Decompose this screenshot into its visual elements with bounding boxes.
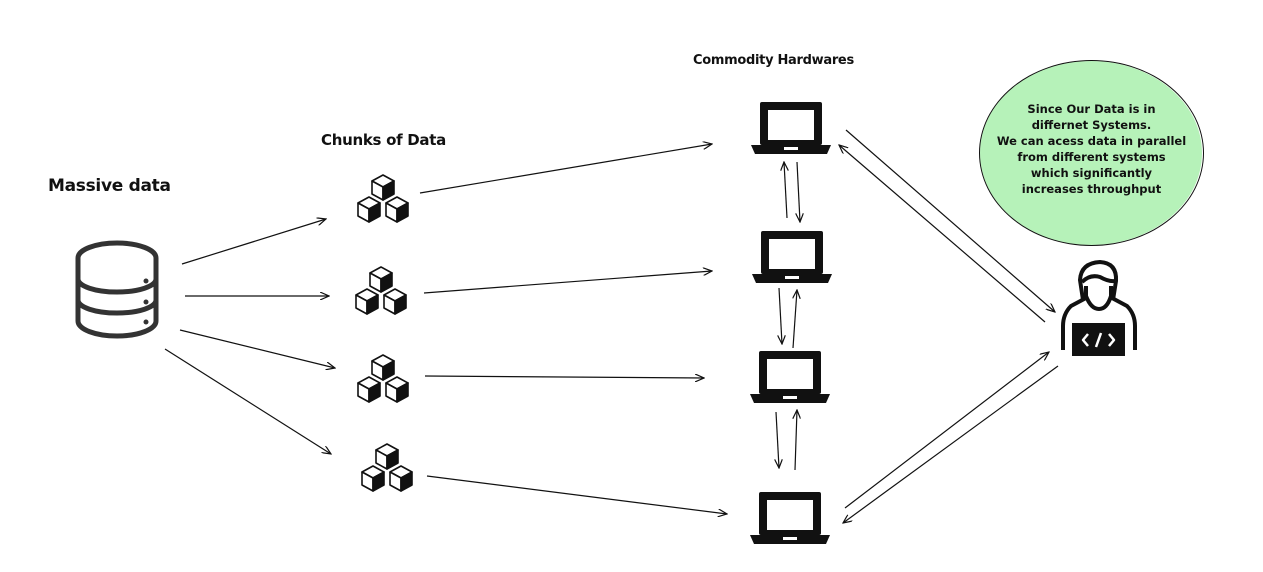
cubes-icon <box>357 354 409 403</box>
laptop-icon <box>750 351 830 403</box>
developer-icon <box>1061 260 1137 356</box>
chunks-of-data-label: Chunks of Data <box>321 131 446 149</box>
massive-data-label: Massive data <box>48 176 171 196</box>
callout-text: Since Our Data is in differnet Systems. … <box>997 101 1187 197</box>
cubes-icon <box>357 174 409 223</box>
callout-line: We can acess data in parallel <box>996 134 1187 148</box>
cubes-icon <box>355 266 407 315</box>
callout-bubble: Since Our Data is in differnet Systems. … <box>979 60 1204 246</box>
commodity-hardwares-label: Commodity Hardwares <box>693 53 854 68</box>
callout-line: from different systems <box>1017 150 1166 164</box>
laptop-icon <box>750 492 830 544</box>
callout-line: differnet Systems. <box>1031 118 1152 132</box>
callout-line: which significantly <box>1030 166 1153 180</box>
connector-arrows <box>164 129 1059 523</box>
database-icon <box>75 240 159 339</box>
laptop-icon <box>752 231 832 283</box>
callout-line: increases throughput <box>1021 182 1162 196</box>
laptop-icon <box>751 102 831 154</box>
callout-line: Since Our Data is in <box>1027 102 1156 116</box>
cubes-icon <box>361 443 413 492</box>
